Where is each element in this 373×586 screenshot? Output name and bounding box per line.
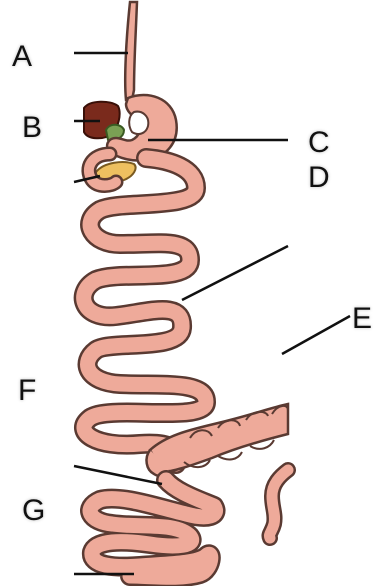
label-c: C: [308, 128, 330, 158]
label-e: E: [352, 304, 372, 334]
label-g: G: [22, 496, 45, 526]
label-a: A: [12, 42, 32, 72]
label-d: D: [308, 163, 330, 193]
esophagus: [125, 2, 137, 100]
small-intestine: [84, 158, 206, 464]
leader-line-e: [282, 316, 350, 354]
label-b: B: [22, 113, 42, 143]
label-f: F: [18, 376, 36, 406]
lower-colon: [90, 480, 215, 577]
